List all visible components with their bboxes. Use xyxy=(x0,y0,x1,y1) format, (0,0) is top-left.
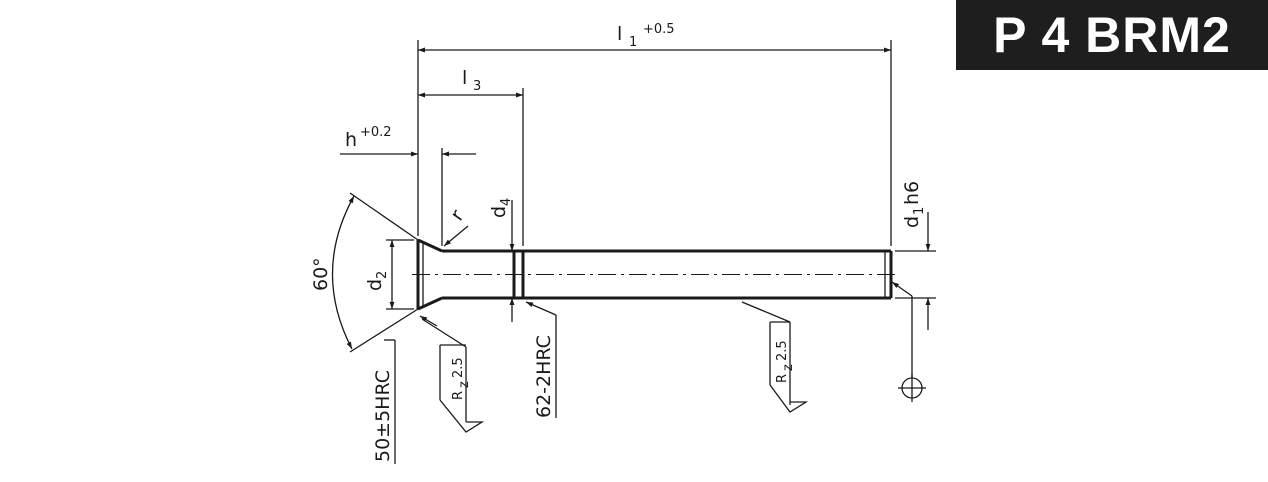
svg-text:d: d xyxy=(488,206,510,218)
svg-text:60°: 60° xyxy=(310,257,332,291)
svg-text:62-2HRC: 62-2HRC xyxy=(533,335,555,418)
position-tolerance-icon xyxy=(891,281,926,402)
svg-text:2: 2 xyxy=(375,271,390,279)
dim-angle: 60° xyxy=(310,257,332,291)
part-code: P 4 BRM2 xyxy=(993,7,1231,63)
hardness-shank: 62-2HRC xyxy=(525,301,557,418)
svg-text:l: l xyxy=(462,67,467,89)
surface-finish-icon: R z 2.5 xyxy=(421,318,485,433)
dim-l1: l 1 +0.5 xyxy=(617,22,675,50)
svg-text:d: d xyxy=(901,216,923,228)
svg-text:z: z xyxy=(781,364,796,371)
svg-text:d: d xyxy=(364,279,386,291)
dim-h: h +0.2 xyxy=(345,125,392,151)
svg-text:h: h xyxy=(345,129,357,151)
svg-text:3: 3 xyxy=(473,79,481,94)
svg-text:50±5HRC: 50±5HRC xyxy=(372,370,394,462)
svg-text:R: R xyxy=(451,391,466,400)
dim-r: r xyxy=(446,206,469,225)
dim-d2: d 2 xyxy=(364,271,390,291)
dim-l3: l 3 xyxy=(462,67,481,94)
svg-text:+0.5: +0.5 xyxy=(643,22,675,37)
svg-text:R: R xyxy=(775,374,790,383)
svg-text:h6: h6 xyxy=(901,181,923,205)
part-code-badge: P 4 BRM2 xyxy=(956,0,1268,70)
svg-text:r: r xyxy=(446,206,469,225)
extension-lines xyxy=(349,40,936,353)
svg-text:+0.2: +0.2 xyxy=(360,125,392,140)
hardness-head: 50±5HRC xyxy=(372,315,438,464)
svg-text:2.5: 2.5 xyxy=(451,357,466,378)
svg-text:2.5: 2.5 xyxy=(775,340,790,361)
dim-d1: d 1 h6 xyxy=(901,181,927,228)
surface-finish-icon: R z 2.5 xyxy=(741,301,809,413)
dim-d4: d 4 xyxy=(488,198,514,218)
dimension-lines xyxy=(331,47,931,350)
svg-text:1: 1 xyxy=(912,207,927,215)
svg-text:4: 4 xyxy=(499,198,514,206)
svg-text:1: 1 xyxy=(629,35,637,50)
svg-text:z: z xyxy=(457,381,472,388)
svg-text:l: l xyxy=(617,23,622,45)
